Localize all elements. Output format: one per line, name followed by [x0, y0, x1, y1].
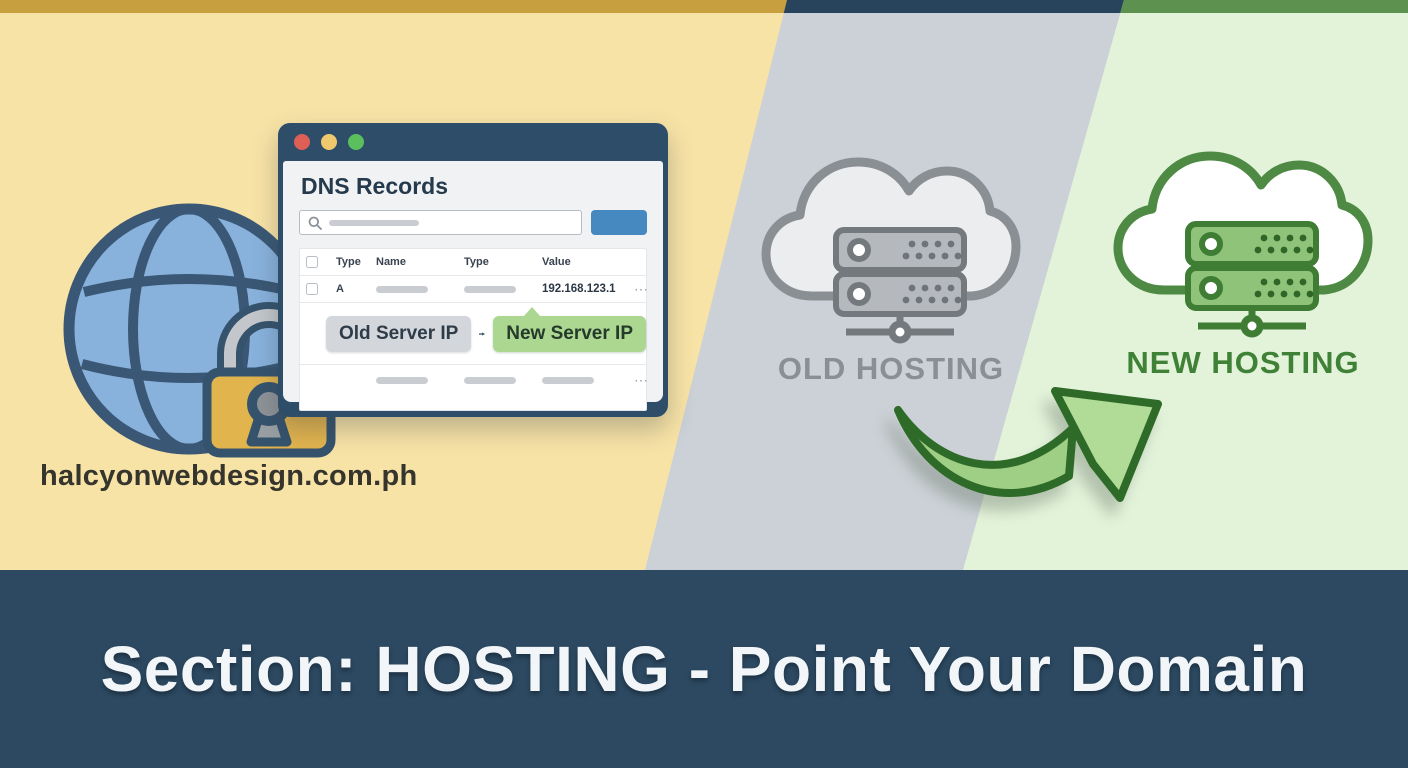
ip-change-callout: Old Server IP New Server IP: [300, 303, 646, 365]
record-value-ip: 192.168.123.1: [542, 283, 616, 295]
placeholder-bar: [464, 285, 516, 293]
table-header-row: Type Name Type Value: [300, 249, 646, 276]
new-hosting-section: NEW HOSTING: [1102, 132, 1384, 381]
arrow-right-icon: [479, 331, 486, 336]
old-hosting-label: OLD HOSTING: [777, 351, 1005, 386]
search-input[interactable]: [299, 210, 582, 235]
placeholder-bar: [376, 285, 428, 293]
window-content: DNS Records Type Name Type Valu: [283, 161, 663, 411]
close-window-icon[interactable]: [294, 134, 310, 150]
section-banner: Section: HOSTING - Point Your Domain: [0, 570, 1408, 768]
old-hosting-section: OLD HOSTING: [756, 138, 1026, 387]
minimize-window-icon[interactable]: [321, 134, 337, 150]
row-menu-icon[interactable]: ⋯: [634, 280, 649, 297]
window-titlebar: [278, 123, 668, 161]
select-all-checkbox[interactable]: [306, 256, 318, 268]
placeholder-bar: [376, 377, 428, 384]
column-header-value: Value: [542, 256, 571, 268]
browser-window: DNS Records Type Name Type Valu: [278, 123, 668, 417]
maximize-window-icon[interactable]: [348, 134, 364, 150]
curved-arrow-icon: [894, 387, 1162, 502]
search-icon: [308, 216, 322, 230]
new-server-ip-label: New Server IP: [493, 306, 646, 352]
placeholder-bar: [542, 377, 594, 384]
row-checkbox[interactable]: [306, 283, 318, 295]
search-placeholder-bar: [329, 219, 419, 226]
column-header-name: Name: [376, 256, 406, 268]
row-menu-icon[interactable]: ⋯: [634, 372, 649, 388]
column-header-type2: Type: [464, 256, 489, 268]
domain-name-label: halcyonwebdesign.com.ph: [40, 460, 418, 492]
banner-title: Section: HOSTING - Point Your Domain: [100, 633, 1308, 705]
new-hosting-label: NEW HOSTING: [1126, 345, 1360, 380]
old-server-ip-label: Old Server IP: [326, 315, 472, 352]
page-title: DNS Records: [301, 173, 448, 199]
placeholder-bar: [464, 377, 516, 384]
search-row: [299, 210, 647, 235]
table-row: ⋯: [300, 365, 648, 396]
add-record-button[interactable]: [591, 210, 647, 235]
table-row: A 192.168.123.1 ⋯: [300, 276, 648, 303]
cloud-server-new-icon: [1113, 151, 1373, 338]
cloud-server-old-icon: [761, 157, 1021, 344]
dns-records-table: Type Name Type Value A 192.168.123.1 ⋯ O…: [299, 248, 648, 411]
record-type: A: [336, 283, 344, 295]
column-header-type: Type: [336, 256, 361, 268]
